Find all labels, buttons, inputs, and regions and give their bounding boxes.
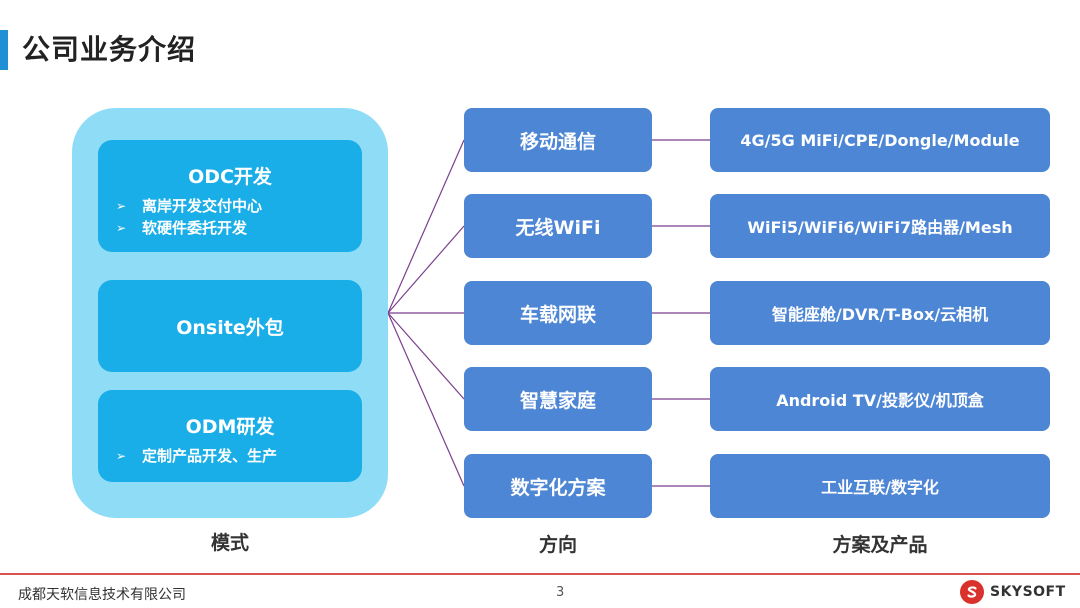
direction-box-5: 数字化方案 [464, 454, 652, 518]
mode-bullet-list: ➢ 离岸开发交付中心 ➢ 软硬件委托开发 [116, 195, 362, 239]
connector-fan-5 [387, 312, 465, 487]
company-name: 成都天软信息技术有限公司 [18, 587, 186, 603]
mode-card-odc: ODC开发 ➢ 离岸开发交付中心 ➢ 软硬件委托开发 [98, 140, 362, 252]
arrow-bullet-icon: ➢ [116, 449, 127, 463]
list-item: ➢ 定制产品开发、生产 [116, 445, 362, 467]
skysoft-logo: SKYSOFT [960, 580, 1066, 604]
column-label-mode: 模式 [210, 532, 249, 554]
logo-icon [960, 580, 984, 604]
direction-box-2: 无线WiFi [464, 194, 652, 258]
mode-card-odm: ODM研发 ➢ 定制产品开发、生产 [98, 390, 362, 482]
bullet-text: 离岸开发交付中心 [142, 197, 263, 215]
column-label-product: 方案及产品 [832, 534, 928, 556]
mode-card-onsite: Onsite外包 [98, 280, 362, 372]
connector-fan-1 [387, 139, 465, 314]
product-box-1: 4G/5G MiFi/CPE/Dongle/Module [710, 108, 1050, 172]
mode-card-title: Onsite外包 [176, 316, 284, 339]
bullet-text: 定制产品开发、生产 [142, 447, 278, 465]
connector-fan-4 [387, 312, 465, 400]
arrow-bullet-icon: ➢ [116, 199, 127, 213]
arrow-bullet-icon: ➢ [116, 221, 127, 235]
product-box-5: 工业互联/数字化 [710, 454, 1050, 518]
mode-bullet-list: ➢ 定制产品开发、生产 [116, 445, 362, 467]
bullet-text: 软硬件委托开发 [142, 219, 248, 237]
direction-box-1: 移动通信 [464, 108, 652, 172]
logo-text: SKYSOFT [990, 584, 1066, 600]
mode-card-title: ODC开发 [188, 166, 272, 188]
product-box-2: WiFi5/WiFi6/WiFi7路由器/Mesh [710, 194, 1050, 258]
footer-divider [0, 573, 1080, 575]
list-item: ➢ 软硬件委托开发 [116, 217, 362, 239]
product-box-3: 智能座舱/DVR/T-Box/云相机 [710, 281, 1050, 345]
page-title: 公司业务介绍 [22, 33, 197, 66]
direction-box-3: 车载网联 [464, 281, 652, 345]
connector-fan-2 [387, 225, 465, 314]
list-item: ➢ 离岸开发交付中心 [116, 195, 362, 217]
direction-box-4: 智慧家庭 [464, 367, 652, 431]
page-number: 3 [556, 585, 565, 600]
title-accent-bar [0, 30, 8, 70]
column-label-direction: 方向 [538, 534, 577, 556]
product-box-4: Android TV/投影仪/机顶盒 [710, 367, 1050, 431]
mode-card-title: ODM研发 [185, 416, 275, 438]
